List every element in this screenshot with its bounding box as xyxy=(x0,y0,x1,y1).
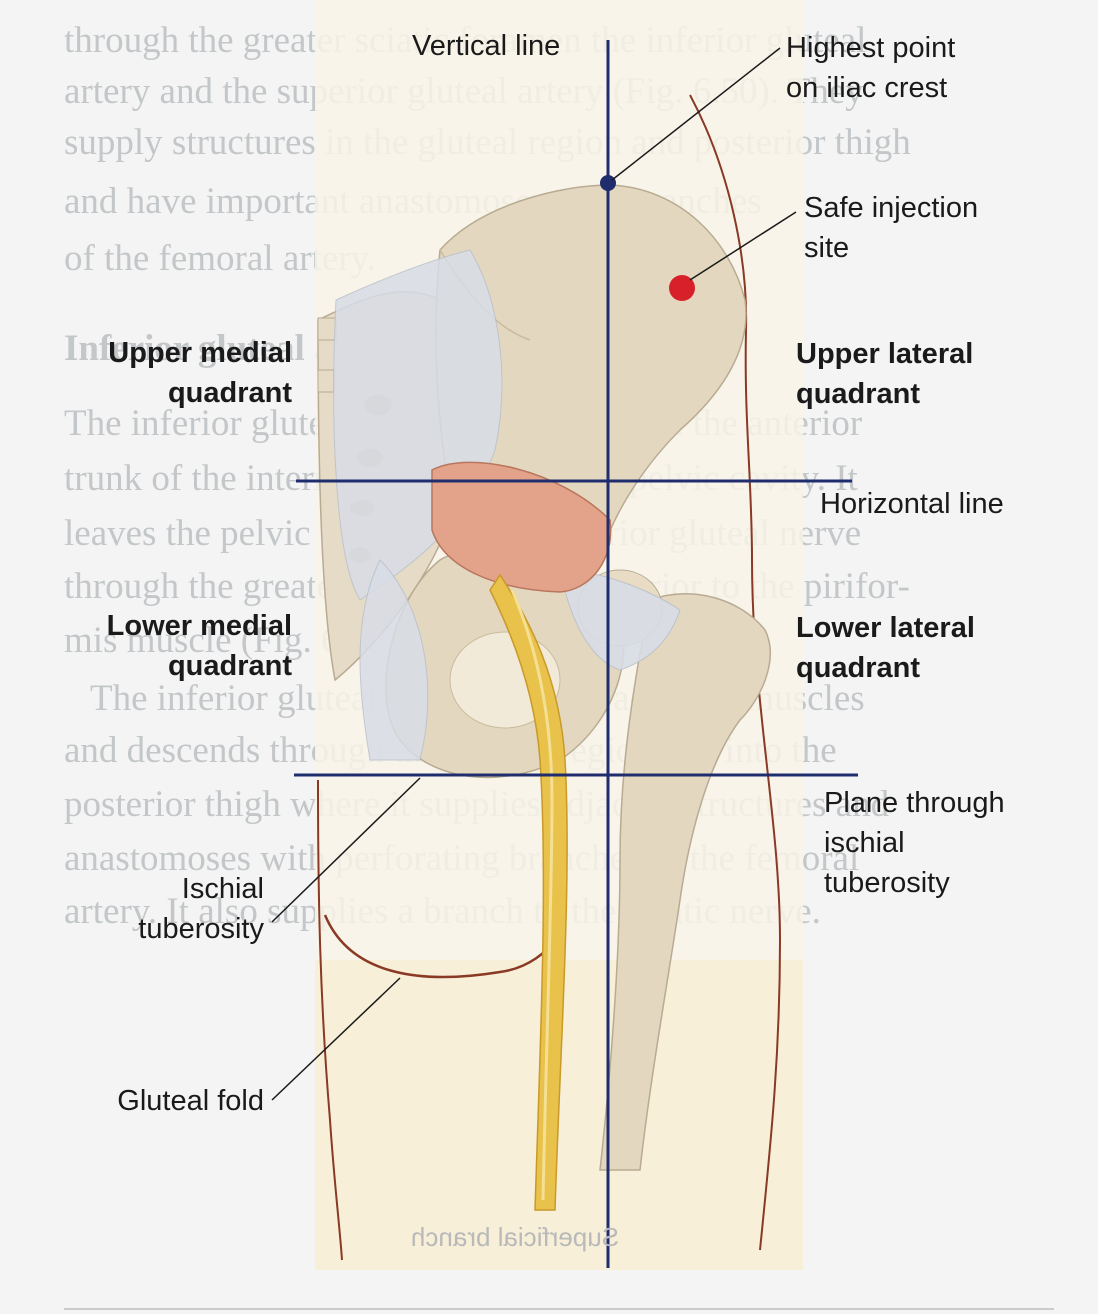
injection-site-marker xyxy=(669,275,695,301)
ischial-tuberosity-label: Ischial tuberosity xyxy=(138,873,264,945)
vertical-line-label: Vertical line xyxy=(412,30,561,62)
piriformis-muscle xyxy=(431,461,612,593)
mirrored-caption: Superficial branch xyxy=(411,1222,619,1252)
injection-site-leader xyxy=(689,211,797,281)
gluteal-fold-curve xyxy=(323,914,557,979)
sacral-spine xyxy=(317,317,337,341)
highest-point-marker xyxy=(600,175,616,191)
lower-lateral-quadrant-label: Lower lateral quadrant xyxy=(796,612,975,684)
sacral-spine xyxy=(317,369,335,393)
lateral-skin-outline xyxy=(689,94,782,1251)
horizontal-line-label: Horizontal line xyxy=(820,488,1004,520)
lower-medial-quadrant-label: Lower medial quadrant xyxy=(106,610,292,682)
upper-lateral-quadrant-label: Upper lateral quadrant xyxy=(796,338,974,410)
ischial-tuberosity-leader xyxy=(271,777,421,923)
hip-joint-capsule xyxy=(559,569,681,671)
highest-point-leader xyxy=(611,47,781,181)
gluteal-fold-leader xyxy=(271,977,401,1101)
femur xyxy=(599,593,771,1171)
sciatic-nerve-highlight xyxy=(510,589,554,1201)
sacrospinous-ligament xyxy=(359,559,429,761)
medial-skin-outline xyxy=(317,779,343,1261)
upper-medial-quadrant-label: Upper medial quadrant xyxy=(108,337,292,409)
ischial-plane-label: Plane through ischial tuberosity xyxy=(824,787,1005,899)
gluteal-fold-label: Gluteal fold xyxy=(117,1085,264,1117)
highest-point-label: Highest point on iliac crest xyxy=(786,32,956,104)
safe-injection-site-label: Safe injection site xyxy=(804,192,979,264)
